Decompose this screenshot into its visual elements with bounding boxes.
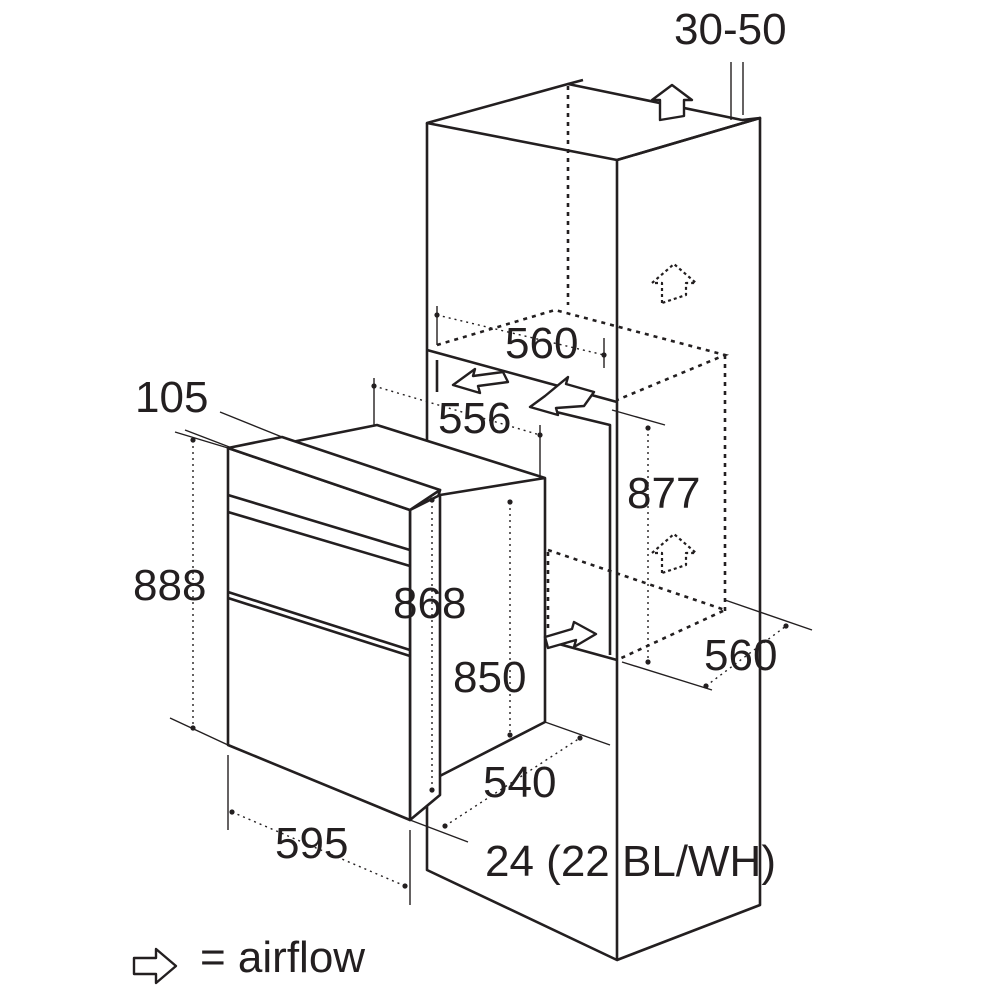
dim-540-ext xyxy=(544,721,611,746)
cabinet-top-face xyxy=(425,82,762,162)
appliance-top-trim xyxy=(226,435,442,512)
door-split-line-2 xyxy=(227,596,411,658)
dim-label-front-panel-top: 105 xyxy=(135,373,208,422)
appliance xyxy=(226,423,547,822)
dim-tick xyxy=(645,659,651,665)
dim-560-right-ext-bottom xyxy=(621,661,713,691)
legend: = airflow xyxy=(132,933,365,985)
dim-105-ext-2 xyxy=(219,411,283,438)
dim-label-niche-depth: 560 xyxy=(505,319,578,368)
airflow-arrow-icon xyxy=(543,620,598,650)
dim-tick xyxy=(429,787,435,793)
dim-560-right-ext-top xyxy=(724,599,813,631)
dim-595-line xyxy=(231,811,406,887)
dim-label-body-height: 868 xyxy=(393,579,466,628)
dim-24-ext xyxy=(409,819,469,843)
legend-label: = airflow xyxy=(200,933,365,982)
dim-label-niche-width: 556 xyxy=(438,394,511,443)
dim-label-appliance-height: 888 xyxy=(133,561,206,610)
dim-label-body-depth: 540 xyxy=(483,758,556,807)
dim-tick xyxy=(434,312,440,318)
dim-877-ext-top xyxy=(611,409,666,426)
dim-tick xyxy=(507,499,513,505)
dim-tick xyxy=(783,623,789,629)
airflow-arrow-icon xyxy=(132,947,178,985)
door-split-line-1 xyxy=(227,590,411,652)
dim-label-cabinet-depth: 560 xyxy=(704,631,777,680)
dim-tick xyxy=(703,683,709,689)
dim-tick xyxy=(190,725,196,731)
airflow-arrow-icon xyxy=(650,262,698,305)
airflow-arrow-icon xyxy=(650,83,694,122)
niche-back-panel xyxy=(547,408,612,655)
vent-notch xyxy=(567,78,584,86)
airflow-arrow-icon xyxy=(528,375,596,417)
dim-label-appliance-width: 595 xyxy=(275,819,348,868)
dim-105-ext xyxy=(184,429,233,449)
body-rear-edge xyxy=(439,476,546,497)
dim-tick xyxy=(601,352,607,358)
dim-tick xyxy=(537,432,543,438)
dim-888-ext-bottom xyxy=(169,717,229,746)
dim-tick xyxy=(229,809,235,815)
dim-tick xyxy=(190,437,196,443)
control-strip-line-1 xyxy=(227,493,411,552)
dim-tick xyxy=(402,883,408,889)
dim-label-vent-gap: 30-50 xyxy=(674,5,787,54)
dim-556-line xyxy=(373,385,541,436)
airflow-arrow-icon xyxy=(650,532,698,575)
dim-tick xyxy=(577,735,583,741)
dim-label-front-offset: 24 (22 BL/WH) xyxy=(485,837,776,886)
control-strip-line-2 xyxy=(227,510,411,568)
cabinet-front-face xyxy=(616,116,762,962)
appliance-front-edge xyxy=(408,493,442,822)
airflow-arrow-icon xyxy=(451,367,510,395)
dim-tick xyxy=(442,823,448,829)
dim-label-niche-height: 877 xyxy=(627,469,700,518)
dim-560-right-line xyxy=(705,625,787,687)
dim-label-body-height-inner: 850 xyxy=(453,653,526,702)
dim-tick xyxy=(645,425,651,431)
dim-tick xyxy=(371,383,377,389)
dim-tick xyxy=(507,732,513,738)
dim-tick xyxy=(429,497,435,503)
dim-560-top-line xyxy=(436,314,605,356)
dim-888-ext-top xyxy=(174,431,229,449)
